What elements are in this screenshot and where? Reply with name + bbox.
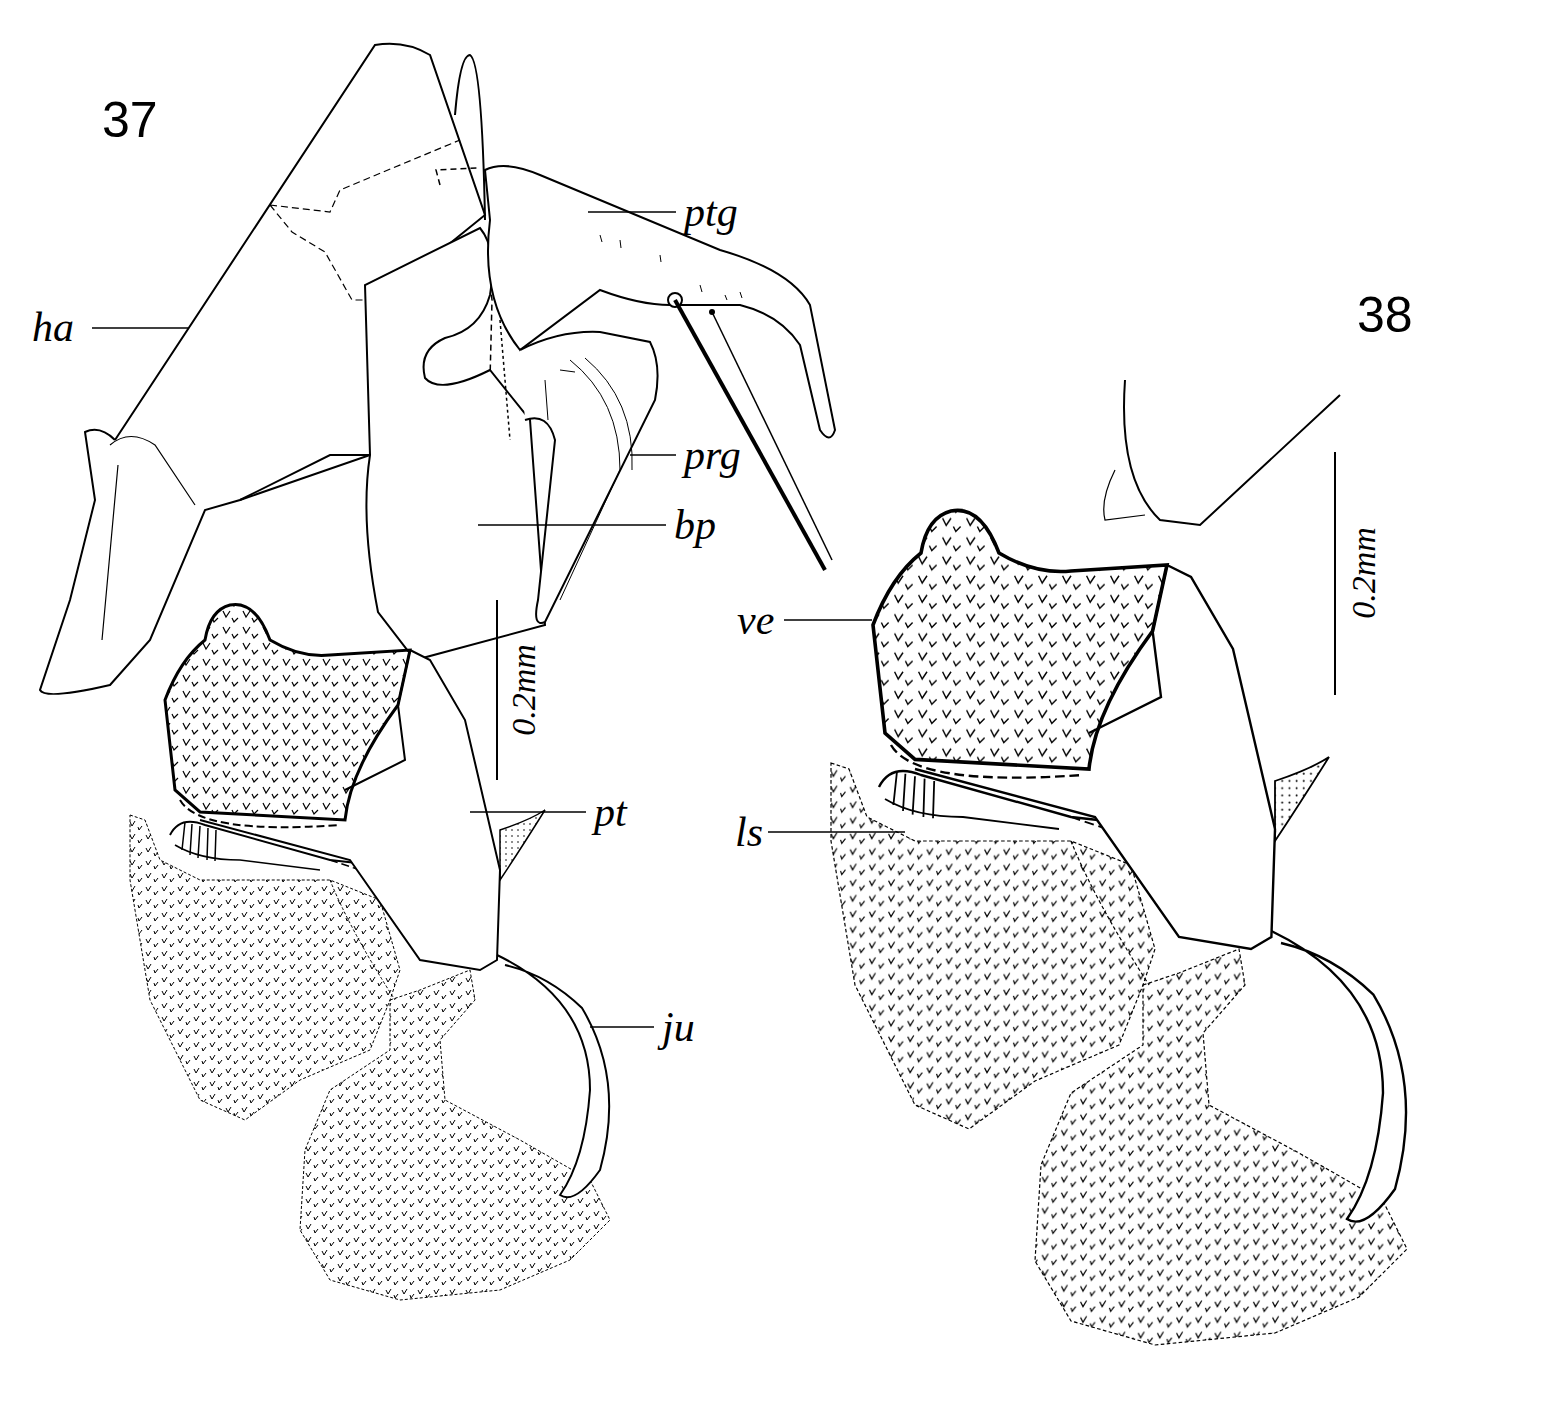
part-label: pt (592, 791, 629, 833)
figure-number: 37 (100, 95, 160, 145)
part-label: ha (30, 306, 76, 348)
scale-label: 0.2mm (1347, 525, 1381, 621)
part-label: ve (735, 599, 776, 641)
part-label: prg (682, 434, 743, 476)
scale-label: 0.2mm (507, 642, 541, 738)
part-label: ptg (682, 191, 740, 233)
part-label: bp (672, 504, 718, 546)
part-label: ju (660, 1006, 697, 1048)
figure-number: 38 (1355, 290, 1415, 340)
part-label: ls (733, 811, 765, 853)
